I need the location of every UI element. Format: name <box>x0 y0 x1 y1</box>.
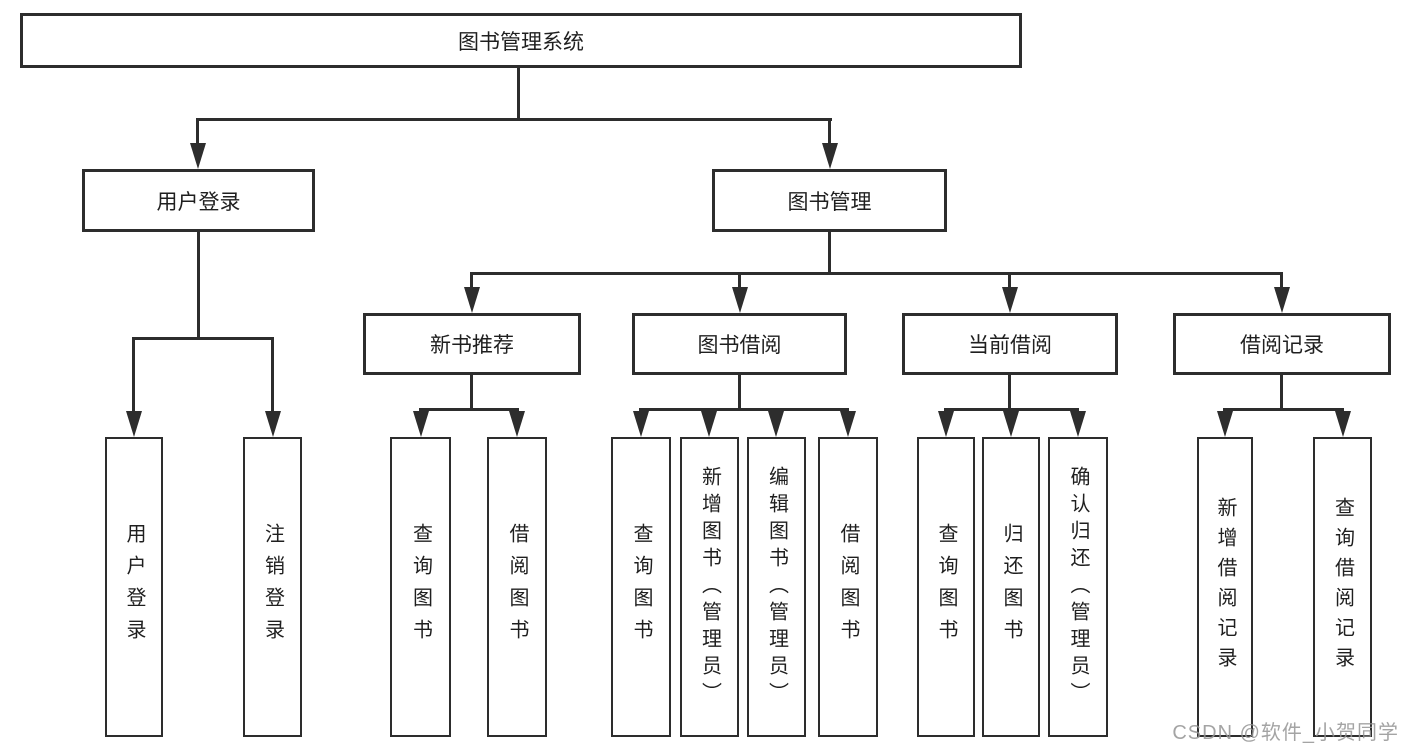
node-book-borrowing: 图书借阅 <box>632 313 847 375</box>
leaf-add-books-admin: 新增图书（管理员） <box>680 437 739 737</box>
node-root-library-management-system: 图书管理系统 <box>20 13 1022 68</box>
connector-line <box>1280 375 1283 408</box>
connector-line <box>132 337 135 413</box>
arrowhead-down-icon <box>1335 411 1351 437</box>
leaf-label: 新增图书（管理员） <box>698 465 721 709</box>
connector-line <box>470 272 473 290</box>
arrowhead-down-icon <box>633 411 649 437</box>
leaf-label: 编辑图书（管理员） <box>765 465 788 709</box>
arrowhead-down-icon <box>822 143 838 169</box>
arrowhead-down-icon <box>1217 411 1233 437</box>
leaf-add-borrow-record: 新增借阅记录 <box>1197 437 1253 737</box>
arrowhead-down-icon <box>413 411 429 437</box>
leaf-confirm-return-admin: 确认归还（管理员） <box>1048 437 1108 737</box>
leaf-label: 归还图书 <box>1000 523 1022 651</box>
watermark: CSDN @软件_小贺同学 <box>1172 722 1399 744</box>
node-book-management: 图书管理 <box>712 169 947 232</box>
leaf-label: 注销登录 <box>261 523 284 651</box>
connector-line <box>828 118 831 145</box>
connector-line <box>1008 272 1011 290</box>
arrowhead-down-icon <box>126 411 142 437</box>
connector-line <box>470 272 1282 275</box>
arrowhead-down-icon <box>732 287 748 313</box>
leaf-label: 查询借阅记录 <box>1331 497 1354 677</box>
leaf-return-books: 归还图书 <box>982 437 1040 737</box>
leaf-query-books-borrow: 查询图书 <box>611 437 671 737</box>
leaf-label: 借阅图书 <box>837 523 859 651</box>
leaf-borrow-books-newbook: 借阅图书 <box>487 437 547 737</box>
leaf-label: 查询图书 <box>935 523 957 651</box>
arrowhead-down-icon <box>509 411 525 437</box>
connector-line <box>1280 272 1283 290</box>
connector-line <box>1223 408 1344 411</box>
leaf-label: 用户登录 <box>123 523 145 651</box>
node-current-borrowing: 当前借阅 <box>902 313 1118 375</box>
connector-line <box>640 408 849 411</box>
arrowhead-down-icon <box>840 411 856 437</box>
connector-line <box>197 232 200 337</box>
arrowhead-down-icon <box>1003 411 1019 437</box>
arrowhead-down-icon <box>701 411 717 437</box>
leaf-edit-books-admin: 编辑图书（管理员） <box>747 437 806 737</box>
connector-line <box>196 118 199 145</box>
connector-line <box>517 68 520 120</box>
connector-line <box>828 232 831 272</box>
connector-line <box>419 408 519 411</box>
leaf-label: 查询图书 <box>409 523 432 651</box>
leaf-label: 查询图书 <box>630 523 652 651</box>
connector-line <box>738 272 741 290</box>
connector-line <box>738 375 741 408</box>
leaf-user-login: 用户登录 <box>105 437 163 737</box>
leaf-borrow-books: 借阅图书 <box>818 437 878 737</box>
arrowhead-down-icon <box>1274 287 1290 313</box>
leaf-logout: 注销登录 <box>243 437 302 737</box>
connector-line <box>271 337 274 413</box>
leaf-label: 借阅图书 <box>506 523 528 651</box>
arrowhead-down-icon <box>1070 411 1086 437</box>
leaf-label: 新增借阅记录 <box>1214 497 1236 677</box>
leaf-query-books-current: 查询图书 <box>917 437 975 737</box>
arrowhead-down-icon <box>1002 287 1018 313</box>
leaf-label: 确认归还（管理员） <box>1067 465 1089 709</box>
arrowhead-down-icon <box>768 411 784 437</box>
node-new-book-recommendation: 新书推荐 <box>363 313 581 375</box>
arrowhead-down-icon <box>938 411 954 437</box>
connector-line <box>132 337 274 340</box>
node-user-login: 用户登录 <box>82 169 315 232</box>
connector-line <box>196 118 832 121</box>
arrowhead-down-icon <box>190 143 206 169</box>
leaf-query-books-newbook: 查询图书 <box>390 437 451 737</box>
node-borrowing-records: 借阅记录 <box>1173 313 1391 375</box>
leaf-query-borrow-record: 查询借阅记录 <box>1313 437 1372 737</box>
connector-line <box>1008 375 1011 408</box>
connector-line <box>470 375 473 408</box>
arrowhead-down-icon <box>265 411 281 437</box>
arrowhead-down-icon <box>464 287 480 313</box>
